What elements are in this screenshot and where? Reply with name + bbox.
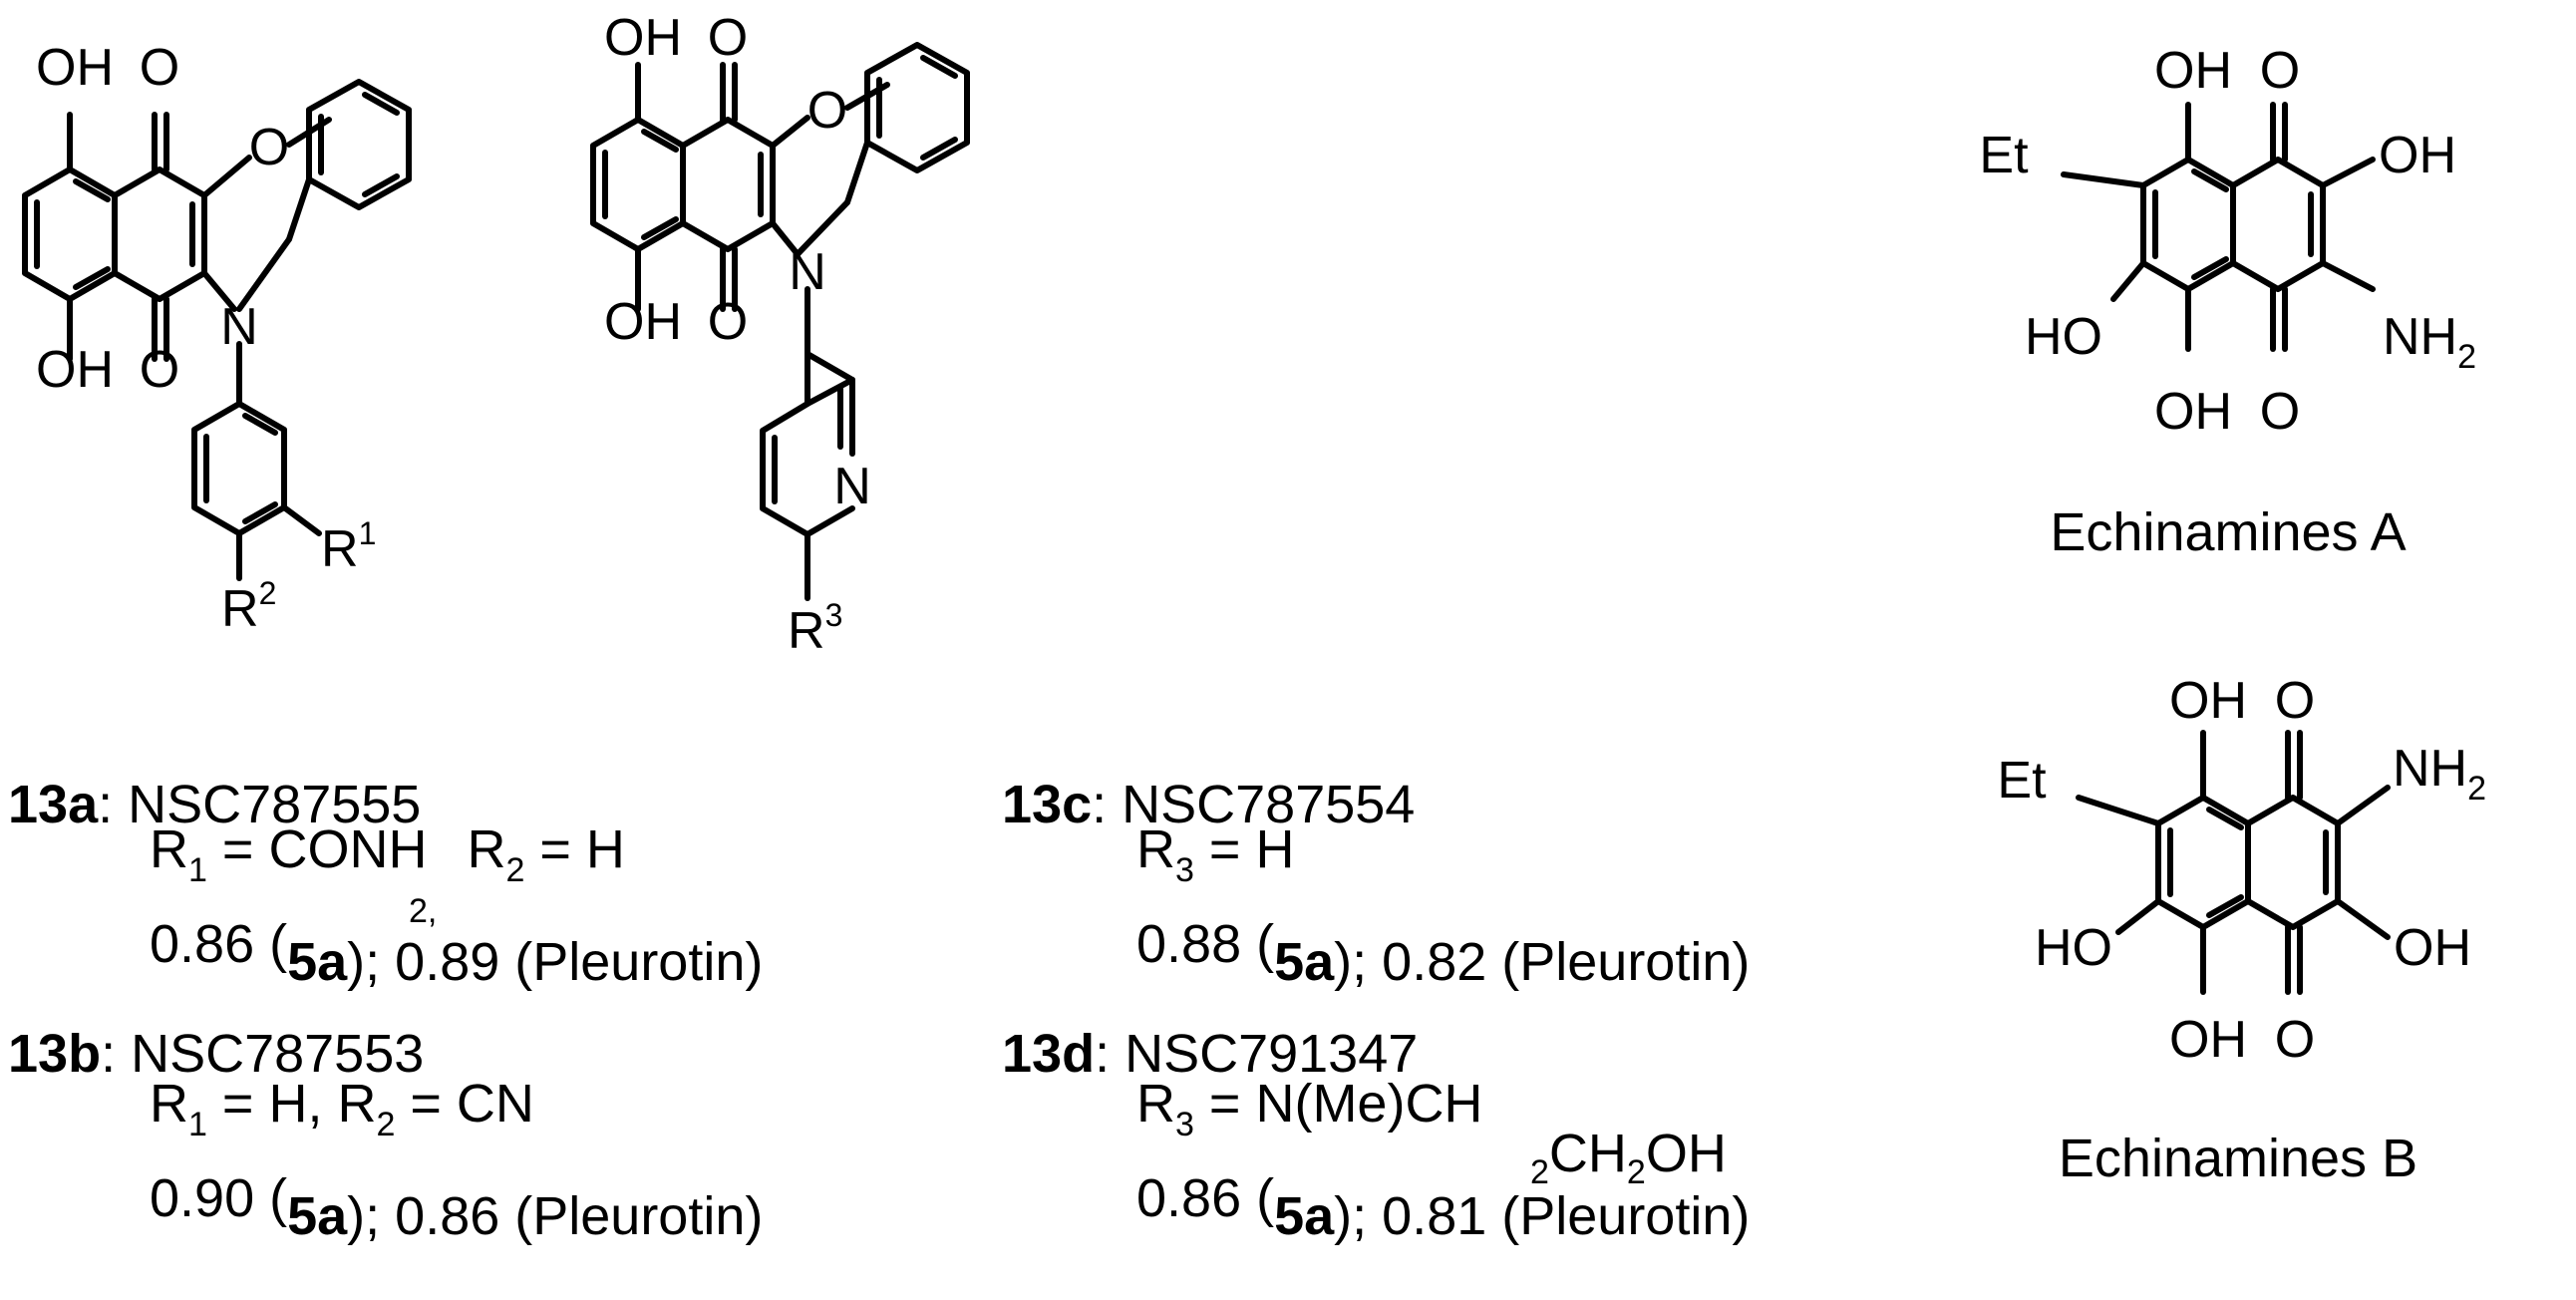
atom-o: O bbox=[708, 293, 748, 351]
atom-et: Et bbox=[1979, 127, 2029, 184]
bonds-echinamines-b bbox=[2076, 730, 2391, 995]
atom-ho: HO bbox=[2025, 308, 2102, 366]
atom-labels-echinamines-b: OH O Et NH2 HO OH OH O bbox=[1997, 672, 2486, 1069]
caption-13b: 13b: NSC787553 R1 = H, R2 = CN 0.90 (5a)… bbox=[8, 1024, 763, 1246]
caption-13c-line3: 0.88 (5a); 0.82 (Pleurotin) bbox=[1136, 914, 1750, 992]
bonds-13c-13d bbox=[590, 42, 970, 601]
atom-oh: OH bbox=[36, 39, 114, 97]
structure-name: Echinamines A bbox=[2050, 502, 2406, 562]
atom-oh: OH bbox=[604, 293, 682, 351]
caption-13b-line2: R1 = H, R2 = CN bbox=[150, 1074, 534, 1143]
atom-nh2: NH2 bbox=[2393, 740, 2486, 808]
atom-labels-13a-13b: OH O OH O O N R1 R2 bbox=[36, 39, 376, 638]
atom-n: N bbox=[220, 298, 258, 356]
atom-o: O bbox=[2275, 672, 2315, 730]
atom-ho: HO bbox=[2035, 919, 2112, 977]
substituent-r1: R1 bbox=[321, 515, 376, 578]
bonds-echinamines-a bbox=[2061, 102, 2376, 352]
caption-13d-line2: R3 = N(Me)CH bbox=[1136, 1074, 1482, 1143]
atom-o: O bbox=[2275, 1011, 2315, 1069]
atom-oh: OH bbox=[36, 341, 114, 399]
atom-o: O bbox=[140, 39, 179, 97]
structure-13a-13b: OH O OH O O N R1 R2 bbox=[22, 39, 412, 638]
structure-name: Echinamines B bbox=[2059, 1129, 2417, 1188]
caption-13d-line3: 0.86 (5a); 0.81 (Pleurotin) bbox=[1136, 1168, 1750, 1246]
atom-oh: OH bbox=[2394, 919, 2471, 977]
atom-oh: OH bbox=[2169, 1011, 2247, 1069]
structure-echinamines-b: OH O Et NH2 HO OH OH O Echinamines B bbox=[1997, 672, 2486, 1188]
caption-13b-line3: 0.90 (5a); 0.86 (Pleurotin) bbox=[150, 1168, 763, 1246]
atom-labels-echinamines-a: OH O Et OH HO NH2 OH O bbox=[1979, 42, 2476, 441]
caption-13b-line1: 13b: NSC787553 bbox=[8, 1024, 424, 1084]
atom-oh: OH bbox=[2379, 127, 2456, 184]
caption-13d-line2-continuation: 2CH2OH bbox=[1530, 1124, 1727, 1191]
atom-o: O bbox=[708, 9, 748, 67]
caption-13d-line1: 13d: NSC791347 bbox=[1002, 1024, 1418, 1084]
atom-oh: OH bbox=[2169, 672, 2247, 730]
atom-o: O bbox=[140, 341, 179, 399]
bonds-13a-13b bbox=[22, 79, 412, 581]
atom-oh: OH bbox=[2154, 383, 2232, 441]
atom-et: Et bbox=[1997, 752, 2047, 810]
caption-13a-line3: 0.86 (5a); 0.89 (Pleurotin) bbox=[150, 914, 763, 992]
atom-o: O bbox=[807, 82, 847, 140]
atom-o: O bbox=[249, 119, 289, 176]
caption-13a-line1: 13a: NSC787555 bbox=[8, 775, 421, 834]
atom-oh: OH bbox=[2154, 42, 2232, 100]
caption-13c-line2: R3 = H bbox=[1136, 819, 1294, 889]
atom-o: O bbox=[2260, 42, 2300, 100]
atom-oh: OH bbox=[604, 9, 682, 67]
atom-n: N bbox=[833, 458, 871, 515]
substituent-r2: R2 bbox=[221, 575, 276, 638]
atom-nh2: NH2 bbox=[2383, 308, 2476, 376]
caption-13c-line1: 13c: NSC787554 bbox=[1002, 775, 1415, 834]
structure-13c-13d: OH O OH O O N N R3 bbox=[590, 9, 970, 660]
structure-echinamines-a: OH O Et OH HO NH2 OH O Echinamines A bbox=[1979, 42, 2476, 562]
atom-o: O bbox=[2260, 383, 2300, 441]
caption-13d: 13d: NSC791347 R3 = N(Me)CH 2CH2OH 0.86 … bbox=[1002, 1024, 1750, 1246]
atom-n: N bbox=[789, 243, 826, 301]
atom-labels-13c-13d: OH O OH O O N N R3 bbox=[604, 9, 871, 660]
caption-13c: 13c: NSC787554 R3 = H 0.88 (5a); 0.82 (P… bbox=[1002, 775, 1750, 992]
substituent-r3: R3 bbox=[788, 597, 842, 660]
caption-13a-stray-subscript: 2, bbox=[409, 892, 437, 930]
